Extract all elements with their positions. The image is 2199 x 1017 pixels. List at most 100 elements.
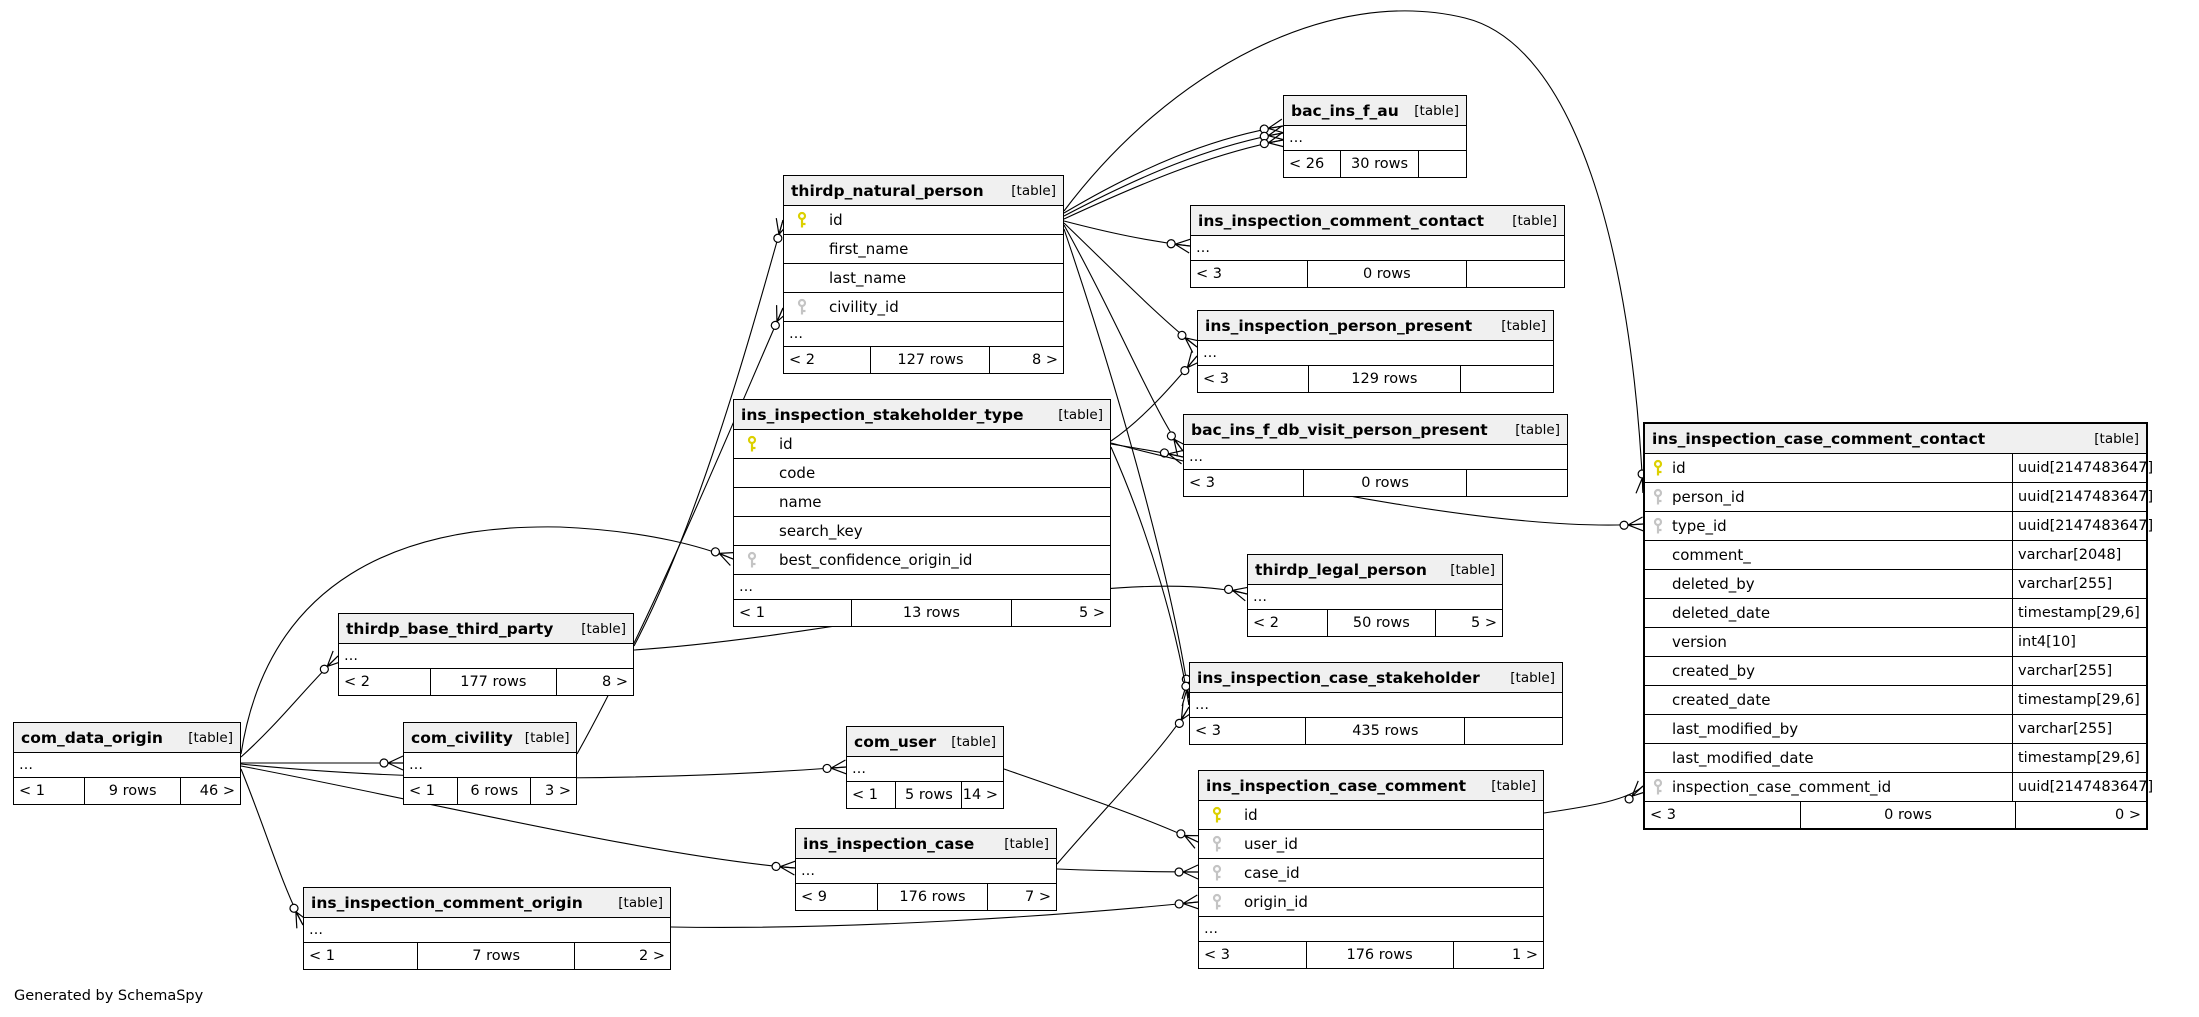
column-row-comment_[interactable]: comment_varchar[2048] xyxy=(1645,541,2146,570)
table-ins_inspection_comment_contact[interactable]: ins_inspection_comment_contact[table]…< … xyxy=(1190,205,1565,288)
table-title[interactable]: bac_ins_f_db_visit_person_present[table] xyxy=(1184,415,1567,445)
table-name[interactable]: bac_ins_f_au xyxy=(1291,101,1399,120)
table-name[interactable]: com_civility xyxy=(411,728,513,747)
edge-thirdp_natural_person.id--to--ins_inspection_person_present xyxy=(1063,222,1202,353)
table-title[interactable]: bac_ins_f_au[table] xyxy=(1284,96,1466,126)
table-title[interactable]: com_civility[table] xyxy=(404,723,576,753)
table-name[interactable]: ins_inspection_case_stakeholder xyxy=(1197,668,1480,687)
table-name[interactable]: bac_ins_f_db_visit_person_present xyxy=(1191,420,1488,439)
column-row-origin_id[interactable]: origin_id xyxy=(1199,888,1543,917)
table-name[interactable]: com_data_origin xyxy=(21,728,163,747)
column-row-first_name[interactable]: first_name xyxy=(784,235,1063,264)
table-thirdp_natural_person[interactable]: thirdp_natural_person[table]id first_name… xyxy=(783,175,1064,374)
table-title[interactable]: ins_inspection_stakeholder_type[table] xyxy=(734,400,1110,430)
column-row-id[interactable]: id xyxy=(1199,801,1543,830)
table-ins_inspection_case_comment_contact[interactable]: ins_inspection_case_comment_contact[tabl… xyxy=(1643,422,2153,830)
footer-children-count: < 3 xyxy=(1196,266,1222,282)
column-row-code[interactable]: code xyxy=(734,459,1110,488)
column-name: created_date xyxy=(1672,691,1771,709)
primary-key-icon xyxy=(1212,806,1222,823)
table-name[interactable]: thirdp_legal_person xyxy=(1255,560,1427,579)
table-type-tag: [table] xyxy=(1491,777,1536,794)
table-title[interactable]: thirdp_legal_person[table] xyxy=(1248,555,1502,585)
table-ins_inspection_comment_origin[interactable]: ins_inspection_comment_origin[table]…< 1… xyxy=(303,887,671,970)
column-row-case_id[interactable]: case_id xyxy=(1199,859,1543,888)
table-ins_inspection_case_stakeholder[interactable]: ins_inspection_case_stakeholder[table]…<… xyxy=(1189,662,1563,745)
table-name[interactable]: ins_inspection_comment_contact xyxy=(1198,211,1485,230)
table-title[interactable]: com_user[table] xyxy=(847,727,1003,757)
column-type: uuid[2147483647] xyxy=(2012,512,2153,540)
footer-row-count: 177 rows xyxy=(430,669,557,695)
footer-parents-count xyxy=(1461,366,1553,392)
table-name[interactable]: ins_inspection_case_comment xyxy=(1206,776,1467,795)
column-row-civility_id[interactable]: civility_id xyxy=(784,293,1063,322)
table-name[interactable]: ins_inspection_case_comment_contact xyxy=(1652,429,1986,448)
column-type: uuid[2147483647] xyxy=(2012,483,2153,511)
column-row-last_name[interactable]: last_name xyxy=(784,264,1063,293)
footer-row-count: 6 rows xyxy=(457,778,532,804)
column-name: deleted_by xyxy=(1672,575,1755,593)
table-name[interactable]: thirdp_natural_person xyxy=(791,181,984,200)
column-row-search_key[interactable]: search_key xyxy=(734,517,1110,546)
column-name: first_name xyxy=(829,240,909,258)
column-name: last_name xyxy=(829,269,907,287)
footer-row-count: 13 rows xyxy=(850,600,1013,626)
table-bac_ins_f_db_visit_person_present[interactable]: bac_ins_f_db_visit_person_present[table]… xyxy=(1183,414,1568,497)
table-title[interactable]: ins_inspection_case[table] xyxy=(796,829,1056,859)
column-row-name[interactable]: name xyxy=(734,488,1110,517)
table-name[interactable]: ins_inspection_comment_origin xyxy=(311,893,583,912)
table-name[interactable]: ins_inspection_stakeholder_type xyxy=(741,405,1024,424)
footer-children-count: < 2 xyxy=(789,352,815,368)
table-title[interactable]: ins_inspection_comment_contact[table] xyxy=(1191,206,1564,236)
more-columns-ellipsis: … xyxy=(796,859,1056,884)
table-ins_inspection_person_present[interactable]: ins_inspection_person_present[table]…< 3… xyxy=(1197,310,1554,393)
table-name[interactable]: ins_inspection_case xyxy=(803,834,975,853)
table-name[interactable]: thirdp_base_third_party xyxy=(346,619,554,638)
table-name[interactable]: ins_inspection_person_present xyxy=(1205,316,1473,335)
table-name[interactable]: com_user xyxy=(854,732,937,751)
column-row-id[interactable]: id xyxy=(734,430,1110,459)
foreign-key-icon xyxy=(747,551,757,568)
column-name: search_key xyxy=(779,522,863,540)
table-title[interactable]: ins_inspection_case_comment [table] xyxy=(1199,771,1543,801)
table-title[interactable]: com_data_origin[table] xyxy=(14,723,240,753)
footer-parents-count: 5 > xyxy=(1079,605,1105,621)
more-columns-ellipsis: … xyxy=(734,575,1110,600)
table-title[interactable]: thirdp_base_third_party[table] xyxy=(339,614,633,644)
table-title[interactable]: ins_inspection_comment_origin[table] xyxy=(304,888,670,918)
footer-parents-count xyxy=(1467,470,1567,496)
table-title[interactable]: ins_inspection_person_present[table] xyxy=(1198,311,1553,341)
table-title[interactable]: ins_inspection_case_comment_contact[tabl… xyxy=(1645,424,2146,454)
column-row-id[interactable]: id xyxy=(784,206,1063,235)
column-row-user_id[interactable]: user_id xyxy=(1199,830,1543,859)
table-ins_inspection_stakeholder_type[interactable]: ins_inspection_stakeholder_type[table]id… xyxy=(733,399,1111,627)
table-title[interactable]: ins_inspection_case_stakeholder[table] xyxy=(1190,663,1562,693)
column-row-best_confidence_origin_id[interactable]: best_confidence_origin_id xyxy=(734,546,1110,575)
footer-row-count: 9 rows xyxy=(84,778,182,804)
column-name: inspection_case_comment_id xyxy=(1672,778,1892,796)
table-title[interactable]: thirdp_natural_person[table] xyxy=(784,176,1063,206)
